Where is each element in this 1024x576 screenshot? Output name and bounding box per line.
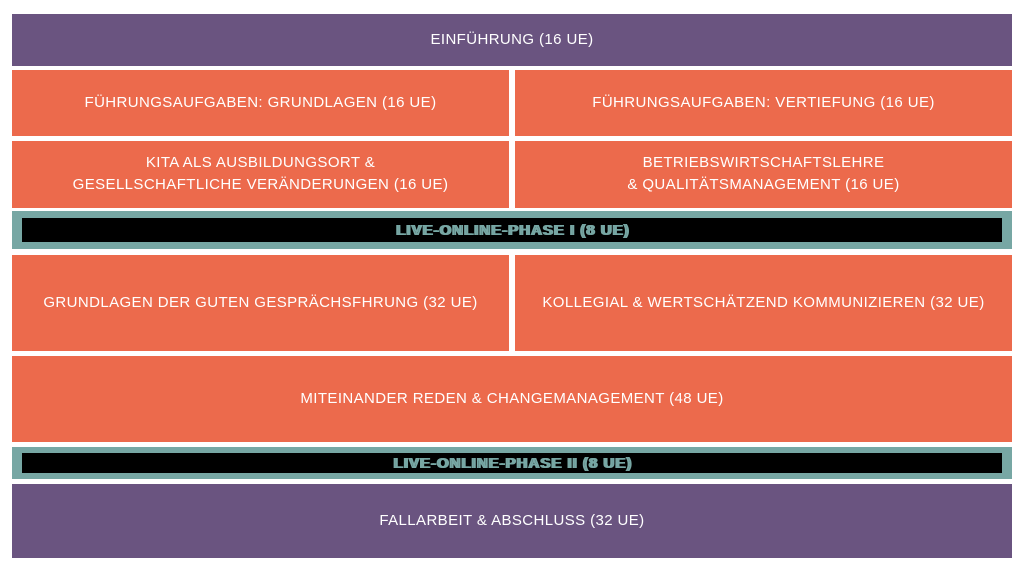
module-bwl-line1: BETRIEBSWIRTSCHAFTSLEHRE xyxy=(642,154,885,172)
module-fallarbeit-abschluss-label: FALLARBEIT & ABSCHLUSS (32 UE) xyxy=(379,512,645,530)
module-kita-ausbildungsort-label: KITA ALS AUSBILDUNGSORT & GESELLSCHAFTLI… xyxy=(73,152,449,196)
module-einfuehrung-label: EINFÜHRUNG (16 UE) xyxy=(430,30,594,48)
online-phase-1-label: LIVE-ONLINE-PHASE I (8 UE) xyxy=(395,221,629,239)
module-bwl-line2: & QUALITÄTSMANAGEMENT (16 UE) xyxy=(627,176,900,194)
module-miteinander-reden-label: MITEINANDER REDEN & CHANGEMANAGEMENT (48… xyxy=(300,390,724,408)
module-betriebswirtschaftslehre-label: BETRIEBSWIRTSCHAFTSLEHRE & QUALITÄTSMANA… xyxy=(627,152,899,196)
module-kita-line2: GESELLSCHAFTLICHE VERÄNDERUNGEN (16 UE) xyxy=(72,176,449,194)
online-phase-1-inner: LIVE-ONLINE-PHASE I (8 UE) xyxy=(22,218,1002,243)
module-kollegial-kommunizieren: KOLLEGIAL & WERTSCHÄTZEND KOMMUNIZIEREN … xyxy=(515,255,1012,351)
online-phase-1-bar: LIVE-ONLINE-PHASE I (8 UE) xyxy=(12,211,1012,250)
online-phase-2-label: LIVE-ONLINE-PHASE II (8 UE) xyxy=(392,454,632,472)
module-fallarbeit-abschluss: FALLARBEIT & ABSCHLUSS (32 UE) xyxy=(12,484,1012,559)
module-fuehrungsaufgaben-vertiefung: FÜHRUNGSAUFGABEN: VERTIEFUNG (16 UE) xyxy=(515,69,1012,136)
module-gespraechsfuehrung-label: GRUNDLAGEN DER GUTEN GESPRÄCHSFHRUNG (32… xyxy=(43,293,478,311)
online-phase-2-bar: LIVE-ONLINE-PHASE II (8 UE) xyxy=(12,447,1012,480)
module-fuehrungsaufgaben-vertiefung-label: FÜHRUNGSAUFGABEN: VERTIEFUNG (16 UE) xyxy=(592,93,935,111)
module-einfuehrung: EINFÜHRUNG (16 UE) xyxy=(12,14,1012,66)
module-kollegial-kommunizieren-label: KOLLEGIAL & WERTSCHÄTZEND KOMMUNIZIEREN … xyxy=(542,293,985,311)
module-kita-line1: KITA ALS AUSBILDUNGSORT & xyxy=(145,154,376,172)
row-kommunikation: GRUNDLAGEN DER GUTEN GESPRÄCHSFHRUNG (32… xyxy=(12,255,1012,351)
module-kita-ausbildungsort: KITA ALS AUSBILDUNGSORT & GESELLSCHAFTLI… xyxy=(12,140,509,209)
module-gespraechsfuehrung: GRUNDLAGEN DER GUTEN GESPRÄCHSFHRUNG (32… xyxy=(12,255,509,351)
row-fuehrungsaufgaben: FÜHRUNGSAUFGABEN: GRUNDLAGEN (16 UE) FÜH… xyxy=(12,69,1012,136)
module-fuehrungsaufgaben-grundlagen: FÜHRUNGSAUFGABEN: GRUNDLAGEN (16 UE) xyxy=(12,69,509,136)
online-phase-2-inner: LIVE-ONLINE-PHASE II (8 UE) xyxy=(22,453,1002,474)
module-miteinander-reden: MITEINANDER REDEN & CHANGEMANAGEMENT (48… xyxy=(12,355,1012,443)
row-kita-bwl: KITA ALS AUSBILDUNGSORT & GESELLSCHAFTLI… xyxy=(12,140,1012,209)
module-fuehrungsaufgaben-grundlagen-label: FÜHRUNGSAUFGABEN: GRUNDLAGEN (16 UE) xyxy=(84,93,437,111)
module-betriebswirtschaftslehre: BETRIEBSWIRTSCHAFTSLEHRE & QUALITÄTSMANA… xyxy=(515,140,1012,209)
